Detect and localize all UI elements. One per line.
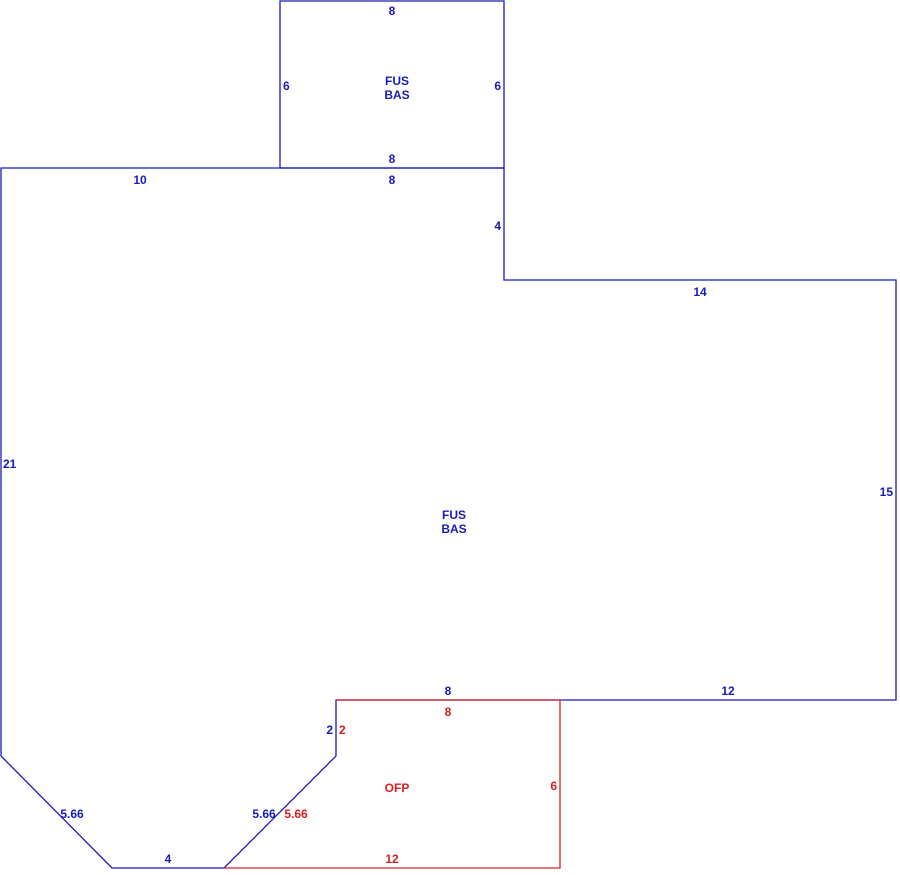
upper-dim-top: 8 [389, 4, 396, 18]
upper-area-label-line1: FUS [385, 74, 409, 88]
upper-dim-bottom: 8 [389, 152, 396, 166]
main-dim-left: 21 [3, 457, 17, 471]
upper-section: 8 6 6 8 FUS BAS [279, 0, 505, 169]
upper-dim-left: 6 [283, 79, 290, 93]
porch-dim-right: 6 [550, 779, 557, 793]
main-area-label-line1: FUS [442, 508, 466, 522]
main-dim-top-mid: 8 [389, 173, 396, 187]
main-dim-notch: 2 [326, 723, 333, 737]
porch-dim-top: 8 [445, 705, 452, 719]
main-dim-step-down: 4 [494, 219, 501, 233]
upper-area-label-line2: BAS [384, 88, 409, 102]
main-dim-bottom-mid: 8 [445, 684, 452, 698]
porch-dim-diag: 5.66 [284, 807, 308, 821]
porch-section-outline [224, 699, 561, 869]
porch-section: 8 6 12 2 5.66 OFP [224, 699, 561, 869]
porch-dim-left: 2 [339, 723, 346, 737]
porch-area-label: OFP [385, 781, 410, 795]
main-dim-bottom-left: 4 [165, 852, 172, 866]
main-dim-bottom-right: 12 [721, 684, 735, 698]
upper-dim-right: 6 [494, 79, 501, 93]
main-section: 10 8 4 14 21 15 12 8 2 5.66 5.66 4 FUS B… [0, 167, 897, 869]
main-dim-diag-right: 5.66 [252, 807, 276, 821]
main-dim-top-right: 14 [693, 285, 707, 299]
main-dim-diag-left: 5.66 [60, 807, 84, 821]
main-area-label-line2: BAS [441, 522, 466, 536]
main-dim-right: 15 [880, 485, 894, 499]
porch-dim-bottom: 12 [385, 852, 399, 866]
main-dim-top-left: 10 [133, 173, 147, 187]
